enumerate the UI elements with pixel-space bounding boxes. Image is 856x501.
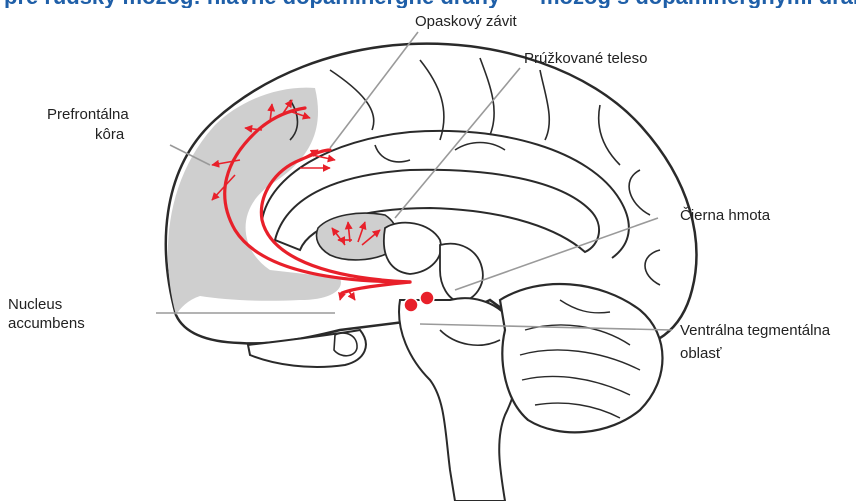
pituitary [334,333,357,356]
label-accumbens-1: Nucleus [8,295,62,314]
label-accumbens-2: accumbens [8,314,85,333]
label-substantia-nigra: Čierna hmota [680,206,770,225]
label-vta-1: Ventrálna tegmentálna [680,321,830,340]
label-prefrontal-1: Prefrontálna [47,105,129,124]
label-prefrontal-2: kôra [95,125,124,144]
label-vta-2: oblasť [680,344,721,363]
brainstem [399,298,519,501]
label-cingulate: Opaskový závit [415,12,517,31]
vta-nucleus-1 [404,298,418,312]
vta-nucleus-2 [420,291,434,305]
label-corpus-callosum: Prúžkované teleso [524,49,647,68]
